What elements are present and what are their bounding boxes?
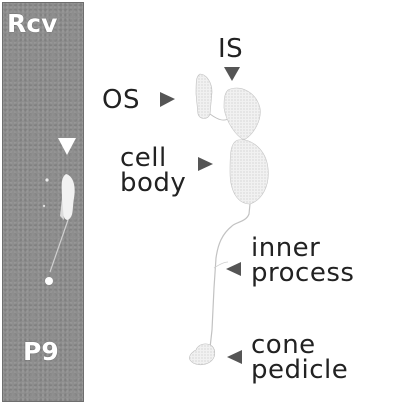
inner-process-label-line2: process xyxy=(251,261,354,286)
os-label: OS xyxy=(102,88,140,113)
cell-body-label-line2: body xyxy=(120,171,186,196)
inner-process-arrow-icon xyxy=(226,262,241,276)
cone-pedicle-label: cone pedicle xyxy=(251,333,348,383)
cone-pedicle-shape xyxy=(189,344,214,365)
os-arrow-icon xyxy=(160,92,175,107)
cone-pedicle-arrow-icon xyxy=(227,350,242,364)
is-arrow-icon xyxy=(224,67,240,81)
cell-body-arrow-icon xyxy=(198,157,213,171)
cone-pedicle-label-line2: pedicle xyxy=(251,358,348,383)
is-label: IS xyxy=(218,37,243,62)
inner-process-shape xyxy=(210,204,250,348)
cell-body-label: cell body xyxy=(120,146,186,196)
cell-body-shape xyxy=(230,140,268,204)
inner-segment-shape xyxy=(224,88,260,140)
outer-segment-shape xyxy=(196,74,212,119)
inner-process-label: inner process xyxy=(251,236,354,286)
